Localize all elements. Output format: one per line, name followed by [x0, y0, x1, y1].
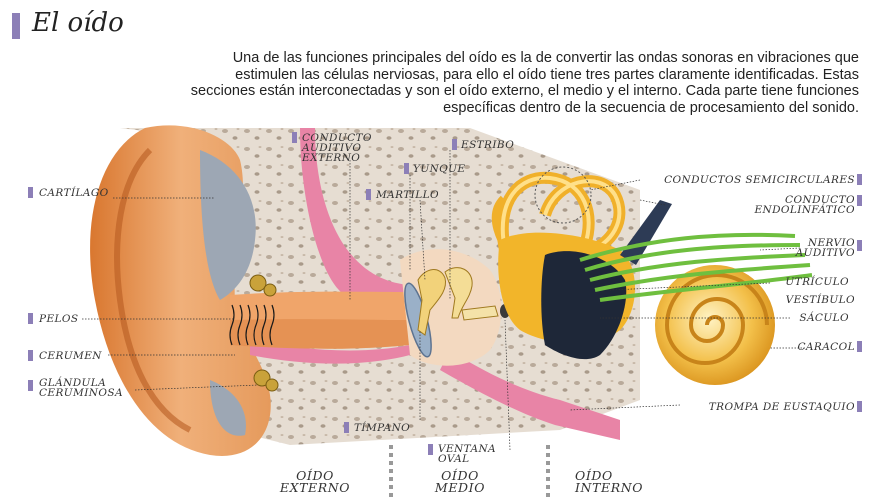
label-line: endolinfático [754, 205, 855, 215]
label-ventana-oval: Ventana oval [438, 444, 496, 464]
label-marker [292, 132, 297, 143]
label-caracol: Caracol [797, 342, 855, 352]
label-conducto-auditivo-externo: Conducto auditivo externo [302, 133, 372, 163]
label-estribo: Estribo [461, 140, 514, 150]
label-line: ceruminosa [39, 388, 123, 398]
label-vestibulo: Vestíbulo [786, 295, 855, 305]
label-timpano: Tímpano [354, 423, 410, 433]
label-marker [857, 240, 862, 251]
label-martillo: Martillo [376, 190, 439, 200]
section-line: interno [575, 482, 665, 494]
label-marker [428, 444, 433, 455]
label-utriculo: Utrículo [785, 277, 849, 287]
label-yunque: Yunque [413, 164, 466, 174]
label-marker [366, 189, 371, 200]
label-marker [344, 422, 349, 433]
label-line: auditivo [796, 248, 855, 258]
label-marker [452, 139, 457, 150]
label-conductos-semicirculares: Conductos semicirculares [664, 175, 855, 185]
label-cartilago: Cartílago [39, 188, 109, 198]
label-cerumen: Cerumen [39, 351, 102, 361]
label-marker [404, 163, 409, 174]
label-marker [28, 380, 33, 391]
section-line: medio [420, 482, 500, 494]
label-marker [857, 341, 862, 352]
section-oido-externo: Oído externo [270, 470, 360, 494]
label-marker [28, 187, 33, 198]
label-marker [28, 350, 33, 361]
label-line: externo [302, 153, 372, 163]
label-glandula-ceruminosa: Glándula ceruminosa [39, 378, 123, 398]
label-marker [857, 195, 862, 206]
label-pelos: Pelos [39, 314, 79, 324]
section-oido-medio: Oído medio [420, 470, 500, 494]
label-saculo: Sáculo [799, 313, 849, 323]
label-line: oval [438, 454, 496, 464]
section-line: externo [270, 482, 360, 494]
label-marker [857, 174, 862, 185]
label-marker [857, 401, 862, 412]
label-conducto-endolinfatico: Conducto endolinfático [754, 195, 855, 215]
section-oido-interno: Oído interno [575, 470, 665, 494]
label-nervio-auditivo: Nervio auditivo [796, 238, 855, 258]
label-trompa-de-eustaquio: Trompa de Eustaquio [709, 402, 855, 412]
label-marker [28, 313, 33, 324]
